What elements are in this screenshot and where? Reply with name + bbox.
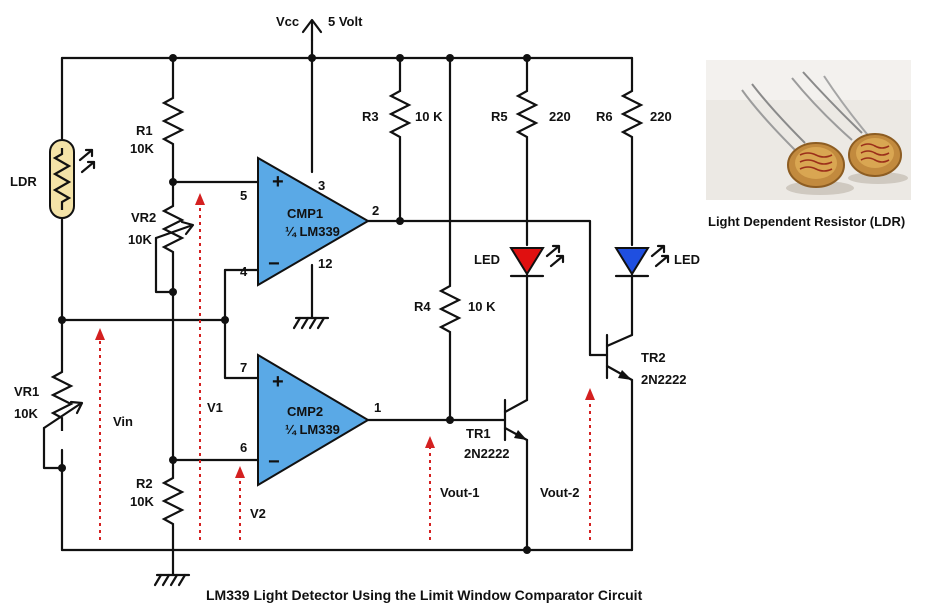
r1-value: 10K bbox=[130, 141, 154, 156]
pin-cmp1-out: 2 bbox=[372, 203, 379, 218]
svg-text:+: + bbox=[272, 171, 284, 193]
vcc-label: Vcc bbox=[276, 14, 299, 29]
wires bbox=[42, 38, 634, 577]
pin-cmp2-minus: 6 bbox=[240, 440, 247, 455]
vcc-arrow bbox=[301, 18, 323, 42]
r4-value: 10 K bbox=[468, 299, 496, 314]
transistor-tr1 bbox=[503, 398, 529, 442]
r5-name: R5 bbox=[491, 109, 508, 124]
photo-caption: Light Dependent Resistor (LDR) bbox=[708, 214, 905, 229]
vr2-name: VR2 bbox=[131, 210, 156, 225]
tr2-part: 2N2222 bbox=[641, 372, 687, 387]
r1-name: R1 bbox=[136, 123, 153, 138]
potentiometer-vr2 bbox=[154, 198, 195, 260]
tr2-name: TR2 bbox=[641, 350, 666, 365]
ground-symbol-cmp1 bbox=[292, 316, 330, 330]
vr1-name: VR1 bbox=[14, 384, 39, 399]
transistor-tr2 bbox=[605, 333, 634, 382]
diagram-title: LM339 Light Detector Using the Limit Win… bbox=[206, 587, 643, 603]
r2-value: 10K bbox=[130, 494, 154, 509]
resistor-r4 bbox=[438, 280, 462, 335]
comparator-cmp2: + − bbox=[257, 353, 370, 487]
measurement-arrows bbox=[95, 193, 595, 540]
resistor-r3 bbox=[388, 85, 412, 140]
r6-value: 220 bbox=[650, 109, 672, 124]
svg-text:−: − bbox=[268, 451, 280, 473]
vin-label: Vin bbox=[113, 414, 133, 429]
potentiometer-vr1 bbox=[42, 360, 84, 431]
cmp1-name: CMP1 bbox=[287, 206, 323, 221]
ldr-label: LDR bbox=[10, 174, 37, 189]
vout2-label: Vout-2 bbox=[540, 485, 579, 500]
cmp2-part: ¼ LM339 bbox=[285, 422, 340, 437]
comparator-cmp1: + − bbox=[257, 156, 371, 287]
led-red bbox=[509, 244, 565, 278]
pin-cmp1-gnd: 12 bbox=[318, 256, 332, 271]
r5-value: 220 bbox=[549, 109, 571, 124]
ldr-symbol bbox=[49, 139, 96, 219]
pin-cmp1-vcc: 3 bbox=[318, 178, 325, 193]
vr2-value: 10K bbox=[128, 232, 152, 247]
svg-text:+: + bbox=[272, 371, 284, 393]
led-blue bbox=[614, 244, 670, 278]
v2-label: V2 bbox=[250, 506, 266, 521]
resistor-r5 bbox=[515, 85, 539, 140]
pin-cmp2-out: 1 bbox=[374, 400, 381, 415]
ldr-photo bbox=[706, 60, 911, 200]
pin-cmp2-plus: 7 bbox=[240, 360, 247, 375]
r4-name: R4 bbox=[414, 299, 431, 314]
r6-name: R6 bbox=[596, 109, 613, 124]
v1-label: V1 bbox=[207, 400, 223, 415]
r3-name: R3 bbox=[362, 109, 379, 124]
tr1-name: TR1 bbox=[466, 426, 491, 441]
vcc-value-label: 5 Volt bbox=[328, 14, 363, 29]
vout1-label: Vout-1 bbox=[440, 485, 479, 500]
tr1-part: 2N2222 bbox=[464, 446, 510, 461]
resistor-r1 bbox=[161, 92, 185, 148]
vr1-value: 10K bbox=[14, 406, 38, 421]
pin-cmp1-plus: 5 bbox=[240, 188, 247, 203]
cmp1-part: ¼ LM339 bbox=[285, 224, 340, 239]
resistor-r6 bbox=[620, 85, 644, 140]
r2-name: R2 bbox=[136, 476, 153, 491]
led1-label: LED bbox=[474, 252, 500, 267]
led2-label: LED bbox=[674, 252, 700, 267]
ground-symbol-main bbox=[153, 573, 191, 587]
junction-dots bbox=[58, 54, 531, 554]
resistor-r2 bbox=[161, 472, 185, 528]
r3-value: 10 K bbox=[415, 109, 443, 124]
cmp2-name: CMP2 bbox=[287, 404, 323, 419]
pin-cmp1-minus: 4 bbox=[240, 264, 248, 279]
svg-text:−: − bbox=[268, 253, 280, 275]
